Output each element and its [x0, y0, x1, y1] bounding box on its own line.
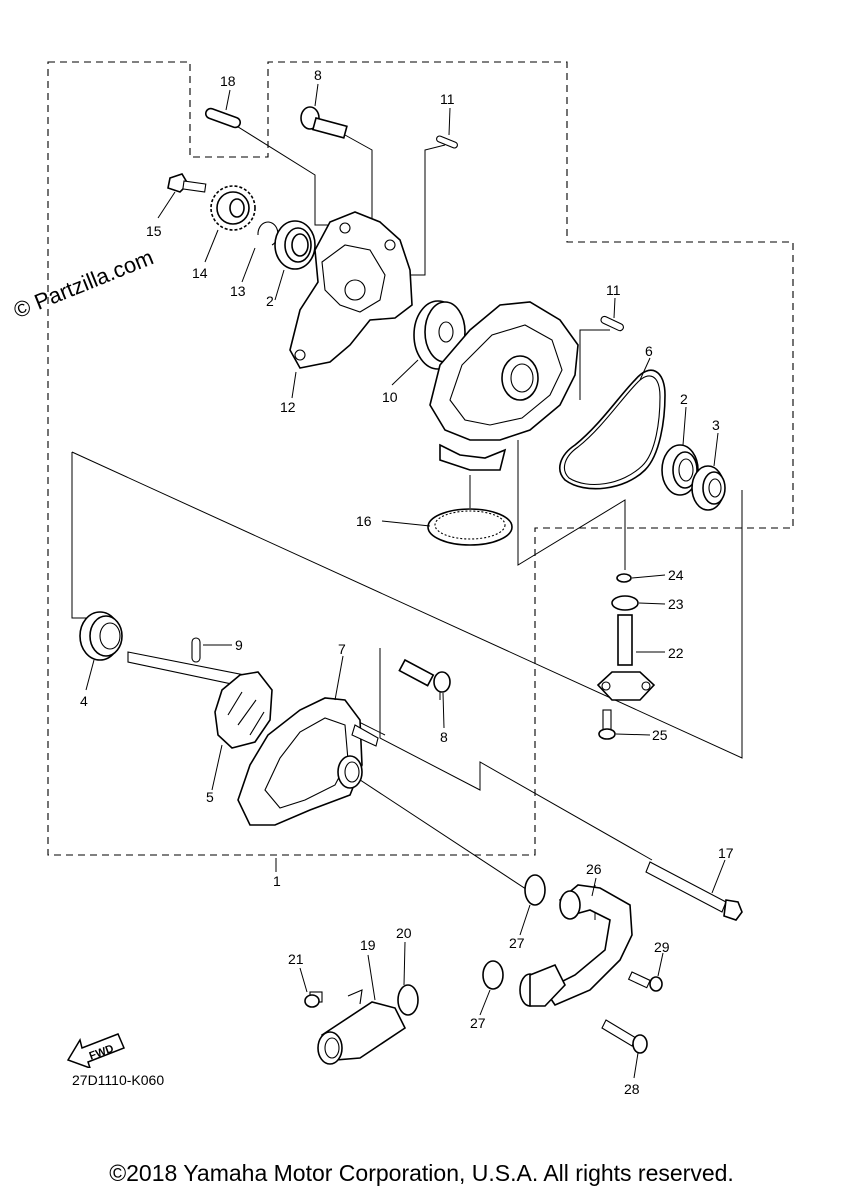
- connector-lines: [71, 124, 743, 920]
- callout-18: 18: [220, 73, 236, 89]
- part-3-oil-seal: [691, 432, 726, 511]
- part-2-bearing-right: [661, 406, 699, 496]
- part-24-o-ring: [616, 573, 666, 583]
- part-21-bolt: [299, 967, 323, 1008]
- callout-22: 22: [668, 645, 684, 661]
- part-12-pump-housing: [289, 211, 413, 399]
- callout-labels: 1 2 2 3 4 5 6 7 8 8 9 10 11 11 12 13 14 …: [80, 67, 734, 1097]
- callout-4: 4: [80, 693, 88, 709]
- part-6-gasket: [559, 357, 666, 490]
- callout-2-top: 2: [266, 293, 274, 309]
- part-17-long-bolt: [645, 859, 743, 921]
- diagram-code: 27D1110-K060: [72, 1072, 165, 1088]
- part-14-gear: [204, 185, 256, 263]
- part-2-bearing-top: [274, 220, 316, 301]
- callout-1: 1: [273, 873, 281, 889]
- callout-6: 6: [645, 343, 653, 359]
- part-28-bolt: [601, 1019, 648, 1079]
- part-7-pump-body: [237, 655, 379, 826]
- callout-10: 10: [382, 389, 398, 405]
- callout-9: 9: [235, 637, 243, 653]
- part-11-pin-top: [436, 107, 458, 149]
- part-29-bolt: [627, 952, 664, 992]
- part-20-o-ring: [397, 941, 419, 1016]
- part-25-bolt: [598, 709, 651, 740]
- callout-20: 20: [396, 925, 412, 941]
- callout-16: 16: [356, 513, 372, 529]
- part-27-o-ring-upper: [519, 874, 546, 936]
- part-16-strainer: [381, 475, 513, 546]
- part-23-o-ring: [611, 595, 666, 611]
- part-19-joint: [317, 954, 407, 1065]
- part-11-pin-right: [600, 297, 624, 332]
- callout-14: 14: [192, 265, 208, 281]
- callout-8-top: 8: [314, 67, 322, 83]
- part-8-bolt-top: [300, 83, 348, 139]
- part-26-pipe: [519, 877, 633, 1007]
- callout-3: 3: [712, 417, 720, 433]
- part-15-bolt: [157, 173, 207, 219]
- callout-11-top: 11: [440, 91, 455, 107]
- callout-13: 13: [230, 283, 246, 299]
- part-8-bolt-middle: [398, 658, 451, 729]
- callout-21: 21: [288, 951, 304, 967]
- callout-15: 15: [146, 223, 162, 239]
- assembly-boundary: [47, 61, 794, 856]
- callout-24: 24: [668, 567, 684, 583]
- part-18-dowel-pin: [204, 89, 242, 129]
- part-13-circlip: [241, 221, 279, 283]
- callout-28: 28: [624, 1081, 640, 1097]
- callout-27-lower: 27: [470, 1015, 486, 1031]
- callout-26: 26: [586, 861, 602, 877]
- callout-5: 5: [206, 789, 214, 805]
- fwd-arrow-icon: FWD: [66, 1033, 125, 1068]
- callout-25: 25: [652, 727, 668, 743]
- callout-27-upper: 27: [509, 935, 525, 951]
- part-4-seal: [79, 611, 123, 691]
- part-9-pin: [191, 637, 232, 663]
- part-22-sensor: [596, 614, 665, 701]
- pump-cover: [429, 301, 579, 471]
- callout-23: 23: [668, 596, 684, 612]
- callout-2-right: 2: [680, 391, 688, 407]
- callout-29: 29: [654, 939, 670, 955]
- part-27-o-ring-lower: [479, 960, 504, 1016]
- copyright-notice: ©2018 Yamaha Motor Corporation, U.S.A. A…: [109, 1160, 734, 1186]
- callout-12: 12: [280, 399, 296, 415]
- part-5-impeller: [211, 671, 273, 791]
- callout-7: 7: [338, 641, 346, 657]
- callout-8-middle: 8: [440, 729, 448, 745]
- callout-19: 19: [360, 937, 376, 953]
- callout-11-right: 11: [606, 282, 621, 298]
- callout-17: 17: [718, 845, 734, 861]
